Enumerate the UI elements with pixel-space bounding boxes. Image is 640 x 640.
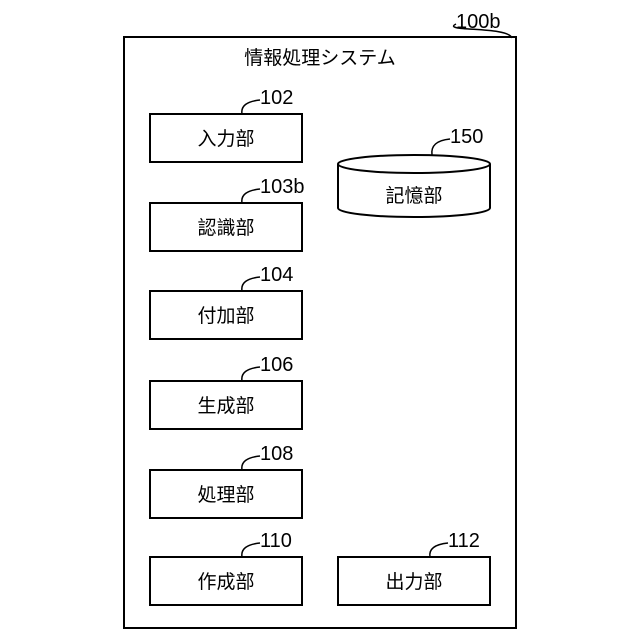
block-input-label: 入力部 (197, 128, 254, 150)
block-creation-label: 作成部 (197, 571, 254, 593)
block-adding-ref: 104 (260, 264, 293, 286)
storage-cylinder-top (338, 155, 490, 173)
block-creation-ref: 110 (260, 530, 292, 552)
system-ref: 100b (456, 11, 501, 33)
block-output-ref: 112 (448, 530, 480, 552)
block-recognition-ref: 103b (260, 176, 305, 198)
block-adding-label: 付加部 (197, 305, 254, 327)
block-recognition-label: 認識部 (197, 217, 254, 239)
block-processing-label: 処理部 (197, 484, 254, 506)
block-generation-label: 生成部 (197, 395, 254, 417)
block-input-ref: 102 (260, 87, 293, 109)
block-processing-ref: 108 (260, 443, 293, 465)
block-storage-ref: 150 (450, 126, 483, 148)
block-output-label: 出力部 (385, 571, 442, 593)
system-title: 情報処理システム (244, 47, 395, 69)
block-storage-label: 記憶部 (385, 185, 442, 207)
block-generation-ref: 106 (260, 354, 293, 376)
